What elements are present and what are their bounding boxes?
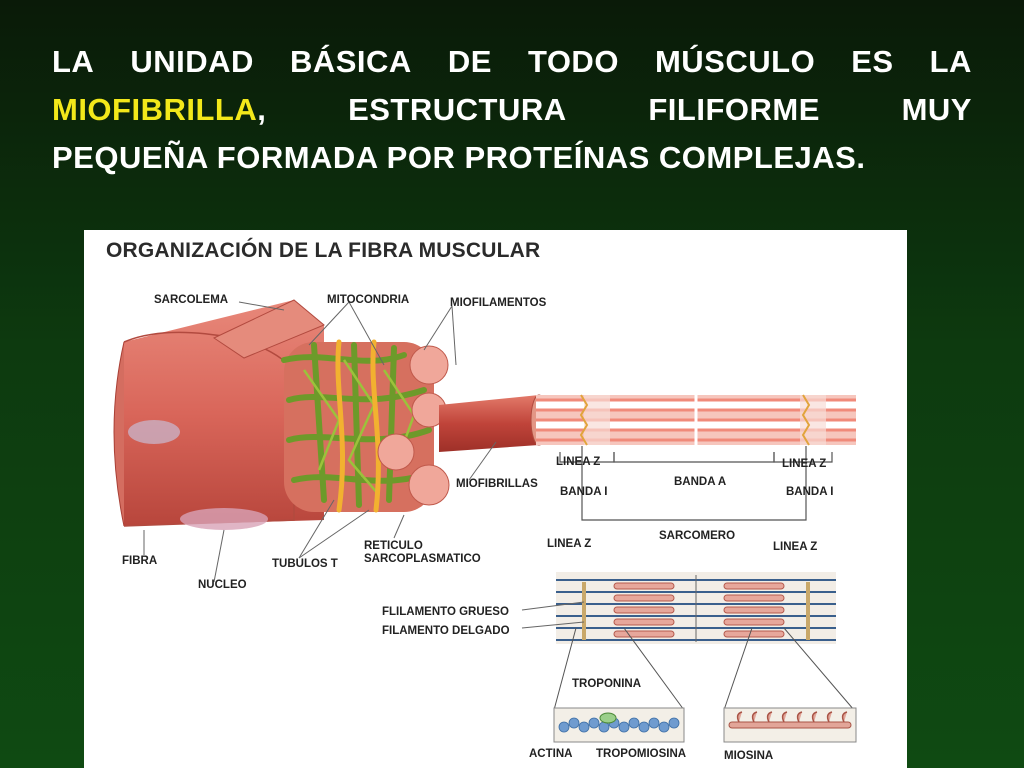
zoom-connectors — [553, 627, 855, 711]
label-sarcoplasmatico: SARCOPLASMATICO — [364, 553, 481, 565]
label-banda-i-left: BANDA I — [560, 486, 608, 498]
label-linea-z-mid-left: LINEA Z — [547, 538, 592, 550]
heading-word: UNIDAD — [130, 44, 254, 79]
actin-strand — [553, 707, 685, 743]
heading-word: DE — [447, 44, 492, 79]
label-banda-a: BANDA A — [674, 476, 727, 488]
label-miosina: MIOSINA — [724, 750, 774, 762]
label-miofibrillas: MIOFIBRILLAS — [456, 478, 538, 490]
diagram-panel: ORGANIZACIÓN DE LA FIBRA MUSCULAR SARCOL… — [84, 230, 907, 768]
sarcomere-strip — [536, 394, 856, 446]
heading-line-3: PEQUEÑA FORMADA POR PROTEÍNAS COMPLEJAS. — [52, 134, 972, 182]
leader-lines — [143, 301, 585, 629]
heading-word: MUY — [901, 92, 972, 127]
label-linea-z-top-left: LINEA Z — [556, 456, 601, 468]
diagram-title: ORGANIZACIÓN DE LA FIBRA MUSCULAR — [106, 239, 541, 262]
heading-line-3-text: PEQUEÑA FORMADA POR PROTEÍNAS COMPLEJAS. — [52, 140, 866, 175]
label-reticulo: RETICULO — [364, 540, 423, 552]
label-fibra: FIBRA — [122, 555, 158, 567]
label-tubulos-t: TUBULOS T — [272, 558, 338, 570]
heading-word: ES — [851, 44, 894, 79]
filament-detail — [556, 572, 836, 644]
label-sarcomero: SARCOMERO — [659, 530, 736, 542]
label-filamento-grueso: FLILAMENTO GRUESO — [382, 606, 509, 618]
heading-word: MÚSCULO — [654, 44, 816, 79]
heading-comma: , — [257, 92, 267, 127]
muscle-fiber — [113, 299, 325, 530]
label-nucleo: NUCLEO — [198, 579, 247, 591]
label-troponina: TROPONINA — [572, 678, 641, 690]
myofibril-rod — [439, 394, 548, 452]
heading-word-group: MIOFIBRILLA, — [52, 86, 266, 134]
label-sarcolema: SARCOLEMA — [154, 294, 229, 306]
label-miofilamentos: MIOFILAMENTOS — [450, 297, 547, 309]
label-linea-z-top-right: LINEA Z — [782, 458, 827, 470]
muscle-fiber-illustration — [113, 299, 857, 743]
band-brackets — [559, 446, 833, 521]
label-filamento-delgado: FILAMENTO DELGADO — [382, 625, 510, 637]
heading-line-2: MIOFIBRILLA, ESTRUCTURA FILIFORME MUY — [52, 86, 972, 134]
heading-word: TODO — [527, 44, 619, 79]
heading-word: LA — [929, 44, 972, 79]
label-actina: ACTINA — [529, 748, 573, 760]
heading-word: LA — [52, 44, 95, 79]
slide-heading: LA UNIDAD BÁSICA DE TODO MÚSCULO ES LA M… — [52, 38, 972, 182]
label-mitocondria: MITOCONDRIA — [327, 294, 410, 306]
heading-line-1: LA UNIDAD BÁSICA DE TODO MÚSCULO ES LA — [52, 38, 972, 86]
label-banda-i-right: BANDA I — [786, 486, 834, 498]
label-tropomiosina: TROPOMIOSINA — [596, 748, 687, 760]
heading-word: FILIFORME — [648, 92, 820, 127]
myosin-strand — [723, 707, 857, 743]
heading-highlight-miofibrilla: MIOFIBRILLA — [52, 92, 258, 127]
nucleus-shape — [128, 420, 180, 444]
heading-word: ESTRUCTURA — [348, 92, 567, 127]
myofibril-bundle — [281, 339, 450, 513]
heading-word: BÁSICA — [289, 44, 412, 79]
label-linea-z-mid-right: LINEA Z — [773, 541, 818, 553]
